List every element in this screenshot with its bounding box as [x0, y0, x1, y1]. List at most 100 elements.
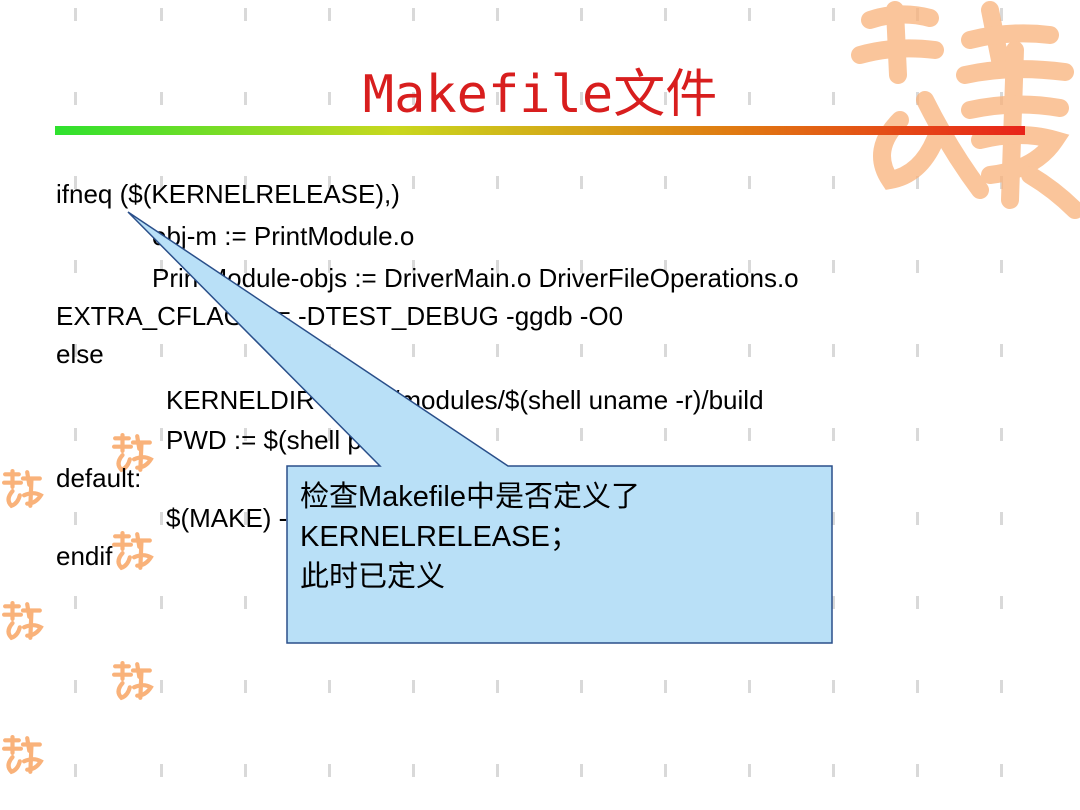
grid-tick [1000, 8, 1003, 21]
title-underline [55, 126, 1025, 135]
grid-tick [1000, 512, 1003, 525]
grid-tick [74, 92, 77, 105]
grid-tick [748, 92, 751, 105]
code-line: endif [56, 541, 113, 571]
calligraphy-seal-icon [2, 469, 44, 509]
grid-tick [160, 512, 163, 525]
calligraphy-seal-icon [2, 601, 44, 641]
grid-tick [496, 176, 499, 189]
grid-tick [412, 596, 415, 609]
grid-tick [748, 596, 751, 609]
code-line: PrintModule-objs := DriverMain.o DriverF… [152, 263, 799, 293]
grid-tick [244, 344, 247, 357]
grid-tick [244, 596, 247, 609]
grid-tick [328, 344, 331, 357]
grid-tick [160, 764, 163, 777]
grid-tick [664, 596, 667, 609]
grid-tick [328, 596, 331, 609]
grid-tick [496, 596, 499, 609]
grid-tick [664, 176, 667, 189]
grid-tick [496, 764, 499, 777]
grid-tick [916, 596, 919, 609]
grid-tick [832, 680, 835, 693]
code-line: ifneq ($(KERNELRELEASE),) [56, 179, 400, 209]
grid-tick [74, 8, 77, 21]
grid-tick [160, 596, 163, 609]
grid-tick [664, 428, 667, 441]
grid-tick [412, 176, 415, 189]
grid-tick [496, 344, 499, 357]
callout-line: KERNELRELEASE； [300, 521, 579, 553]
grid-tick [748, 344, 751, 357]
grid-tick [74, 764, 77, 777]
grid-tick [244, 92, 247, 105]
grid-tick [580, 8, 583, 21]
code-line: KERNELDIR ?= /lib/modules/$(shell uname … [166, 385, 764, 415]
grid-tick [412, 8, 415, 21]
grid-tick [74, 680, 77, 693]
grid-tick [74, 596, 77, 609]
grid-tick [580, 344, 583, 357]
callout-line: 检查Makefile中是否定义了 [300, 481, 640, 513]
slide-title: Makefile文件 [362, 65, 718, 125]
grid-tick [244, 680, 247, 693]
grid-tick [1000, 680, 1003, 693]
grid-tick [328, 176, 331, 189]
grid-tick [832, 596, 835, 609]
grid-tick [496, 428, 499, 441]
grid-tick [412, 764, 415, 777]
grid-tick [580, 428, 583, 441]
code-line: else [56, 339, 104, 369]
grid-tick [74, 260, 77, 273]
grid-tick [244, 8, 247, 21]
grid-tick [916, 176, 919, 189]
grid-tick [412, 428, 415, 441]
callout-text: 检查Makefile中是否定义了 KERNELRELEASE； 此时已定义 [300, 477, 830, 597]
code-line: PWD := $(shell pwd) [166, 425, 404, 455]
grid-tick [1000, 176, 1003, 189]
grid-tick [748, 764, 751, 777]
grid-tick [160, 92, 163, 105]
grid-tick [412, 92, 415, 105]
calligraphy-seal-icon [112, 531, 154, 571]
grid-tick [580, 176, 583, 189]
grid-tick [832, 92, 835, 105]
code-line: default: [56, 463, 142, 493]
grid-tick [328, 92, 331, 105]
grid-tick [74, 176, 77, 189]
calligraphy-seal-icon [112, 661, 154, 701]
grid-tick [74, 344, 77, 357]
grid-tick [832, 512, 835, 525]
grid-tick [916, 344, 919, 357]
grid-tick [328, 680, 331, 693]
grid-tick [664, 8, 667, 21]
grid-tick [160, 176, 163, 189]
grid-tick [580, 92, 583, 105]
grid-tick [916, 260, 919, 273]
grid-tick [580, 764, 583, 777]
grid-tick [748, 680, 751, 693]
grid-tick [748, 176, 751, 189]
grid-tick [748, 428, 751, 441]
callout-line: 此时已定义 [300, 561, 446, 593]
grid-tick [1000, 344, 1003, 357]
grid-tick [832, 176, 835, 189]
grid-tick [832, 428, 835, 441]
code-line: EXTRA_CFLAGS := -DTEST_DEBUG -ggdb -O0 [56, 301, 624, 331]
grid-tick [832, 764, 835, 777]
grid-tick [916, 680, 919, 693]
grid-tick [832, 344, 835, 357]
grid-tick [160, 680, 163, 693]
grid-tick [412, 680, 415, 693]
grid-tick [244, 764, 247, 777]
grid-tick [244, 176, 247, 189]
grid-tick [496, 680, 499, 693]
grid-tick [664, 344, 667, 357]
grid-tick [160, 8, 163, 21]
code-line: obj-m := PrintModule.o [152, 221, 415, 251]
grid-tick [664, 764, 667, 777]
grid-tick [160, 428, 163, 441]
grid-tick [1000, 428, 1003, 441]
calligraphy-seal-icon [2, 735, 44, 775]
grid-tick [832, 8, 835, 21]
